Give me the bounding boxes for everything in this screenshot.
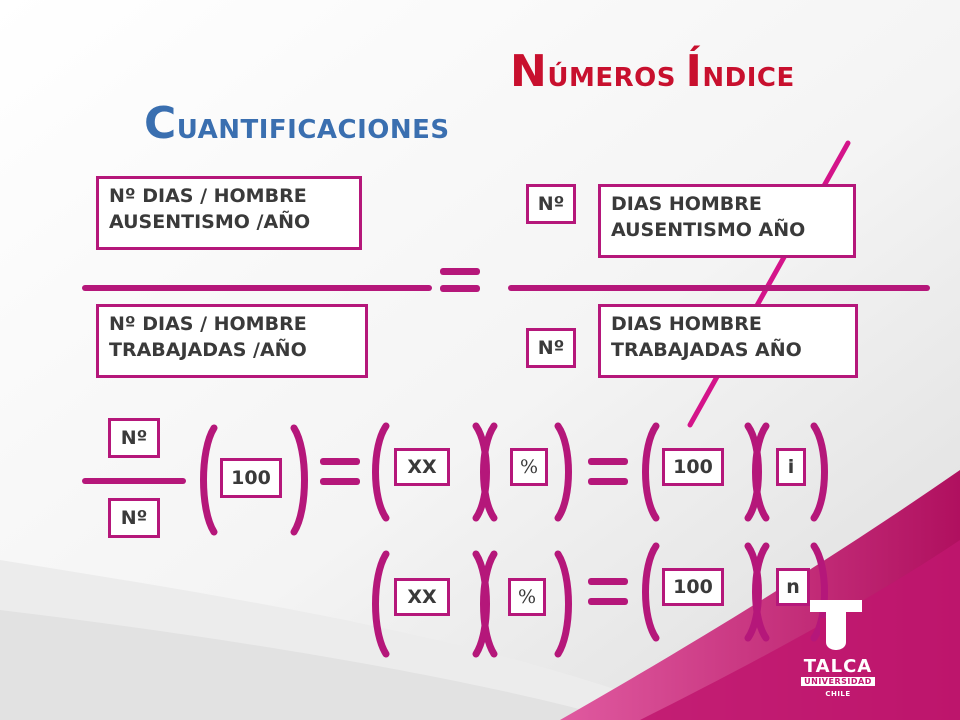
- row1-hundred-b: 100: [662, 448, 724, 486]
- row2-paren-group-a: [372, 550, 572, 658]
- logo-sub: UNIVERSIDAD: [796, 677, 880, 686]
- right-denominator-line1: DIAS HOMBRE: [611, 313, 762, 335]
- right-denominator-line2: TRABAJADAS AÑO: [611, 339, 802, 361]
- logo-sub-text: UNIVERSIDAD: [801, 677, 875, 686]
- left-numerator-line2: AUSENTISMO /AÑO: [109, 211, 311, 233]
- row1-xx: XX: [394, 448, 450, 486]
- right-numerator-symbol: Nº: [526, 184, 576, 224]
- right-fraction-bar: [508, 285, 930, 291]
- row2-percent: %: [508, 578, 546, 616]
- logo-country: CHILE: [825, 690, 851, 698]
- row1-hundred-a: 100: [220, 458, 282, 498]
- row1-paren-group-b: [372, 422, 572, 522]
- right-denominator-symbol: Nº: [526, 328, 576, 368]
- right-denominator-box: DIAS HOMBRE TRABAJADAS AÑO: [598, 304, 858, 378]
- equals-sign-bottom-bar: [440, 285, 480, 292]
- right-numerator-line1: DIAS HOMBRE: [611, 193, 762, 215]
- left-denominator-line2: TRABAJADAS /AÑO: [109, 339, 307, 361]
- row2-equals-bottom: [588, 598, 628, 605]
- right-numerator-line2: AUSENTISMO AÑO: [611, 219, 806, 241]
- right-numerator-box: DIAS HOMBRE AUSENTISMO AÑO: [598, 184, 856, 258]
- numeros-indice-title: NÚMEROS ÍNDICE: [510, 46, 795, 97]
- row2-hundred: 100: [662, 568, 724, 606]
- row1-paren-group-c: [642, 422, 828, 522]
- row1-equals-a-top: [320, 458, 360, 465]
- row1-percent: %: [510, 448, 548, 486]
- row1-equals-a-bottom: [320, 478, 360, 485]
- row1-paren-group-a: [200, 424, 308, 536]
- row2-equals-top: [588, 578, 628, 585]
- left-fraction-bar: [82, 285, 432, 291]
- row1-denominator: Nº: [108, 498, 160, 538]
- row1-i: i: [776, 448, 806, 486]
- left-numerator-line1: Nº DIAS / HOMBRE: [109, 185, 307, 207]
- equals-sign-top-bar: [440, 268, 480, 275]
- left-denominator-box: Nº DIAS / HOMBRE TRABAJADAS /AÑO: [96, 304, 368, 378]
- row1-fraction-bar: [82, 478, 186, 484]
- cuantificaciones-title: CUANTIFICACIONES: [144, 98, 450, 149]
- university-logo-mark: [810, 600, 862, 650]
- left-denominator-line1: Nº DIAS / HOMBRE: [109, 313, 307, 335]
- row2-n: n: [776, 568, 810, 606]
- row1-equals-b-bottom: [588, 478, 628, 485]
- row1-equals-b-top: [588, 458, 628, 465]
- row2-xx: XX: [394, 578, 450, 616]
- left-numerator-box: Nº DIAS / HOMBRE AUSENTISMO /AÑO: [96, 176, 362, 250]
- row2-paren-group-b: [642, 542, 828, 642]
- row1-numerator: Nº: [108, 418, 160, 458]
- logo-name: TALCA: [803, 656, 873, 677]
